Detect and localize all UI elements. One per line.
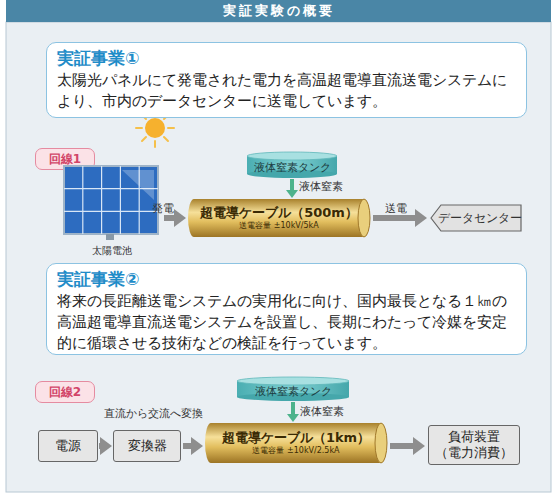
grid-line bbox=[82, 166, 83, 234]
sun-disc bbox=[145, 118, 165, 138]
node-label: 超電導ケーブル（500m） bbox=[200, 205, 358, 221]
panel-face bbox=[64, 166, 158, 234]
page-title: 実証実験の概要 bbox=[0, 0, 557, 22]
panel-grid bbox=[64, 166, 158, 234]
superconducting-cable: 超電導ケーブル（500m）送電容量 ±10kV/5kA bbox=[188, 199, 370, 237]
edge-label: 液体窒素 bbox=[300, 404, 344, 419]
cable-body bbox=[211, 423, 381, 463]
node-label: 実証事業① bbox=[57, 47, 139, 70]
data-center: データセンター bbox=[430, 204, 522, 232]
cable-end bbox=[375, 423, 387, 463]
node-label: 変換器 bbox=[128, 438, 167, 454]
power-source: 電源 bbox=[38, 430, 98, 462]
node-label: 実証事業② bbox=[57, 268, 139, 291]
description-box: 実証事業②将来の長距離送電システムの実用化に向け、国内最長となる１㎞の高温超電導… bbox=[46, 263, 527, 355]
node-label: 液体窒素タンク bbox=[254, 160, 331, 175]
node-label: データセンター bbox=[430, 211, 522, 226]
nitrogen-tank: 液体窒素タンク bbox=[237, 377, 349, 401]
load-device: 負荷装置 （電力消費） bbox=[428, 425, 520, 465]
panel-glint bbox=[122, 170, 154, 200]
superconducting-cable: 超電導ケーブル（1km）送電容量 ±10kV/2.5kA bbox=[205, 423, 387, 463]
edge-label: 直流から交流へ変換 bbox=[104, 406, 203, 421]
cable-end bbox=[188, 199, 200, 237]
edge-label: 液体窒素 bbox=[299, 179, 343, 194]
line-tag: 回線2 bbox=[35, 381, 95, 403]
power-arrow bbox=[99, 443, 100, 449]
cable-end bbox=[358, 199, 370, 237]
node-label: 負荷装置 （電力消費） bbox=[429, 429, 519, 461]
node-text: 送電容量 ±10kV/2.5kA bbox=[252, 446, 339, 456]
node-label: 電源 bbox=[55, 438, 81, 454]
power-arrow bbox=[183, 443, 191, 449]
node-label: 液体窒素タンク bbox=[255, 384, 332, 399]
power-arrow bbox=[164, 215, 174, 221]
node-text: 送電容量 ±10kV/5kA bbox=[239, 221, 318, 231]
nitrogen-tank: 液体窒素タンク bbox=[247, 152, 337, 178]
node-text: 太陽光パネルにて発電された電力を高温超電導直流送電システムにより、市内のデータセ… bbox=[57, 70, 512, 112]
coolant-arrow bbox=[290, 179, 294, 190]
grid-line bbox=[101, 166, 102, 234]
converter: 変換器 bbox=[113, 430, 181, 462]
node-label: 超電導ケーブル（1km） bbox=[222, 430, 370, 446]
node-label: 回線2 bbox=[49, 384, 81, 401]
power-arrow bbox=[373, 215, 415, 221]
node-label: 回線1 bbox=[49, 151, 81, 168]
tank-top bbox=[237, 377, 349, 385]
node-text: 将来の長距離送電システムの実用化に向け、国内最長となる１㎞の高温超電導直流送電シ… bbox=[57, 291, 512, 354]
tank-top bbox=[247, 152, 337, 160]
panel-outline bbox=[62, 160, 162, 258]
grid-line bbox=[64, 211, 158, 212]
power-arrow bbox=[390, 443, 413, 449]
outer-panel bbox=[6, 22, 551, 492]
description-box: 実証事業①太陽光パネルにて発電された電力を高温超電導直流送電システムにより、市内… bbox=[46, 42, 527, 118]
coolant-arrow bbox=[291, 402, 295, 414]
edge-label: 発電 bbox=[152, 201, 174, 216]
panel-stand bbox=[106, 234, 114, 240]
cable-end bbox=[205, 423, 217, 463]
edge-label: 送電 bbox=[385, 201, 407, 216]
pentagon-outline bbox=[431, 205, 521, 231]
node-label: 太陽電池 bbox=[92, 244, 132, 258]
cable-body bbox=[194, 199, 364, 237]
grid-line bbox=[120, 166, 121, 234]
solar-panel: 太陽電池 bbox=[62, 160, 162, 258]
